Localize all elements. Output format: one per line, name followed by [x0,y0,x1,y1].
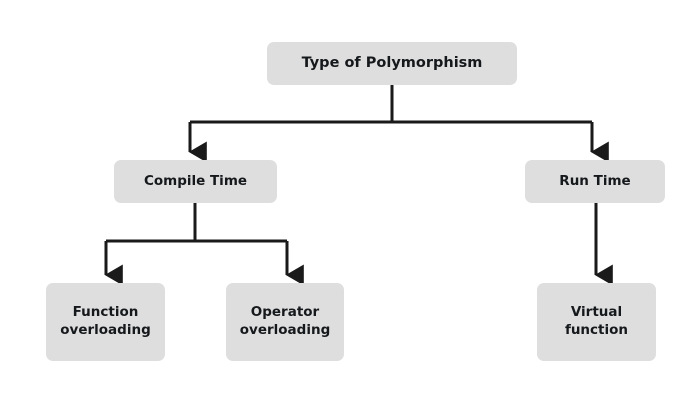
node-label-type-of-polymorphism: Type of Polymorphism [301,54,483,71]
node-operator-overloading: Operator overloading [226,283,344,361]
node-function-overloading: Function overloading [46,283,165,361]
node-type-of-polymorphism: Type of Polymorphism [267,42,517,85]
node-label-function-overloading: Function overloading [60,304,151,338]
node-label-virtual-function: Virtual function [564,304,629,338]
node-run-time: Run Time [525,160,665,203]
node-label-operator-overloading: Operator overloading [239,304,331,338]
node-label-run-time: Run Time [559,172,631,189]
node-label-compile-time: Compile Time [143,172,248,189]
node-compile-time: Compile Time [114,160,277,203]
node-virtual-function: Virtual function [537,283,656,361]
